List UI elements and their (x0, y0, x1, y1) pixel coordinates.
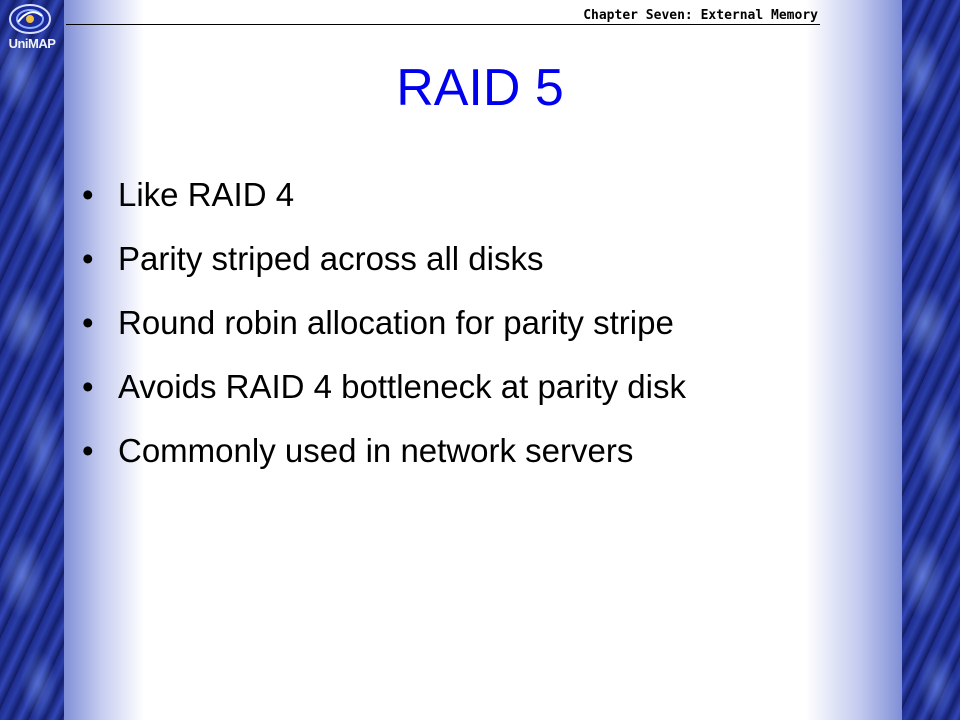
bullet-item: • Commonly used in network servers (82, 432, 686, 496)
left-border-gradient (64, 0, 144, 720)
bullet-text: Like RAID 4 (118, 176, 295, 213)
chapter-heading: Chapter Seven: External Memory (583, 8, 818, 23)
header-rule (66, 24, 820, 25)
bullet-item: • Like RAID 4 (82, 176, 686, 240)
bullet-text: Avoids RAID 4 bottleneck at parity disk (118, 368, 686, 405)
left-marble-border (0, 0, 64, 720)
logo-emblem-icon (9, 4, 51, 34)
bullet-text: Parity striped across all disks (118, 240, 544, 277)
bullet-icon: • (82, 176, 94, 213)
bullet-list: • Like RAID 4 • Parity striped across al… (82, 176, 686, 496)
logo-text: UniMAP (8, 36, 56, 51)
bullet-icon: • (82, 304, 94, 341)
bullet-item: • Round robin allocation for parity stri… (82, 304, 686, 368)
right-border-gradient (806, 0, 902, 720)
university-logo: UniMAP (2, 2, 60, 64)
bullet-icon: • (82, 368, 94, 405)
bullet-text: Round robin allocation for parity stripe (118, 304, 674, 341)
slide-title: RAID 5 (396, 59, 564, 117)
right-marble-border (902, 0, 960, 720)
bullet-icon: • (82, 432, 94, 469)
bullet-icon: • (82, 240, 94, 277)
bullet-item: • Avoids RAID 4 bottleneck at parity dis… (82, 368, 686, 432)
bullet-text: Commonly used in network servers (118, 432, 634, 469)
bullet-item: • Parity striped across all disks (82, 240, 686, 304)
